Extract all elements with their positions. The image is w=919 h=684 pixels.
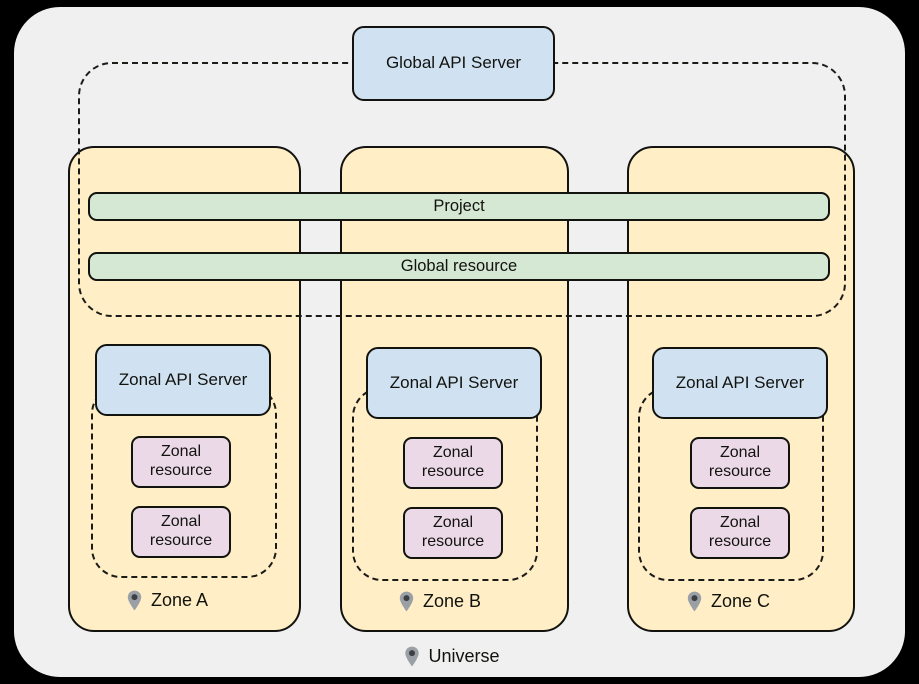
zone-b-zonal-resource-2-label: Zonal resource [421, 514, 485, 550]
zone-a-zonal-resource-2[interactable]: Zonal resource [131, 506, 231, 558]
global-resource-bar-node[interactable]: Global resource [88, 252, 830, 281]
map-pin-icon [687, 591, 702, 612]
project-bar-node[interactable]: Project [88, 192, 830, 221]
zone-b-zonal-api-server-label: Zonal API Server [389, 372, 519, 392]
zone-a-label-text: Zone A [151, 590, 209, 610]
map-pin-icon [399, 591, 414, 612]
global-api-server-label: Global API Server [385, 53, 522, 73]
zone-a-zonal-api-server-node[interactable]: Zonal API Server [95, 344, 271, 416]
global-resource-label: Global resource [400, 256, 518, 275]
global-api-server-node[interactable]: Global API Server [352, 26, 555, 101]
zone-a-zonal-resource-1[interactable]: Zonal resource [131, 436, 231, 488]
universe-label-text: Universe [428, 646, 500, 666]
zone-b-zonal-resource-2[interactable]: Zonal resource [403, 507, 503, 559]
zone-c-label: Zone C [687, 591, 770, 612]
zone-c-zonal-resource-2-label: Zonal resource [708, 514, 772, 550]
zone-b-zonal-resource-1-label: Zonal resource [421, 444, 485, 480]
zone-b-zonal-api-server-node[interactable]: Zonal API Server [366, 347, 542, 419]
map-pin-icon [405, 646, 419, 667]
zone-c-zonal-api-server-label: Zonal API Server [675, 372, 805, 392]
zone-b-label-text: Zone B [423, 591, 482, 611]
zone-c-zonal-resource-2[interactable]: Zonal resource [690, 507, 790, 559]
zone-c-label-text: Zone C [711, 591, 771, 611]
map-pin-icon [127, 590, 142, 611]
zone-c-zonal-resource-1[interactable]: Zonal resource [690, 437, 790, 489]
project-label: Project [433, 196, 485, 215]
zone-c-zonal-resource-1-label: Zonal resource [708, 444, 772, 480]
universe-label: Universe [404, 646, 500, 667]
zone-c-zonal-api-server-node[interactable]: Zonal API Server [652, 347, 828, 419]
zone-a-label: Zone A [127, 590, 208, 611]
zone-b-label: Zone B [399, 591, 481, 612]
zone-a-zonal-resource-1-label: Zonal resource [149, 443, 213, 479]
zone-a-zonal-resource-2-label: Zonal resource [149, 513, 213, 549]
zone-a-zonal-api-server-label: Zonal API Server [118, 369, 248, 389]
zone-b-zonal-resource-1[interactable]: Zonal resource [403, 437, 503, 489]
